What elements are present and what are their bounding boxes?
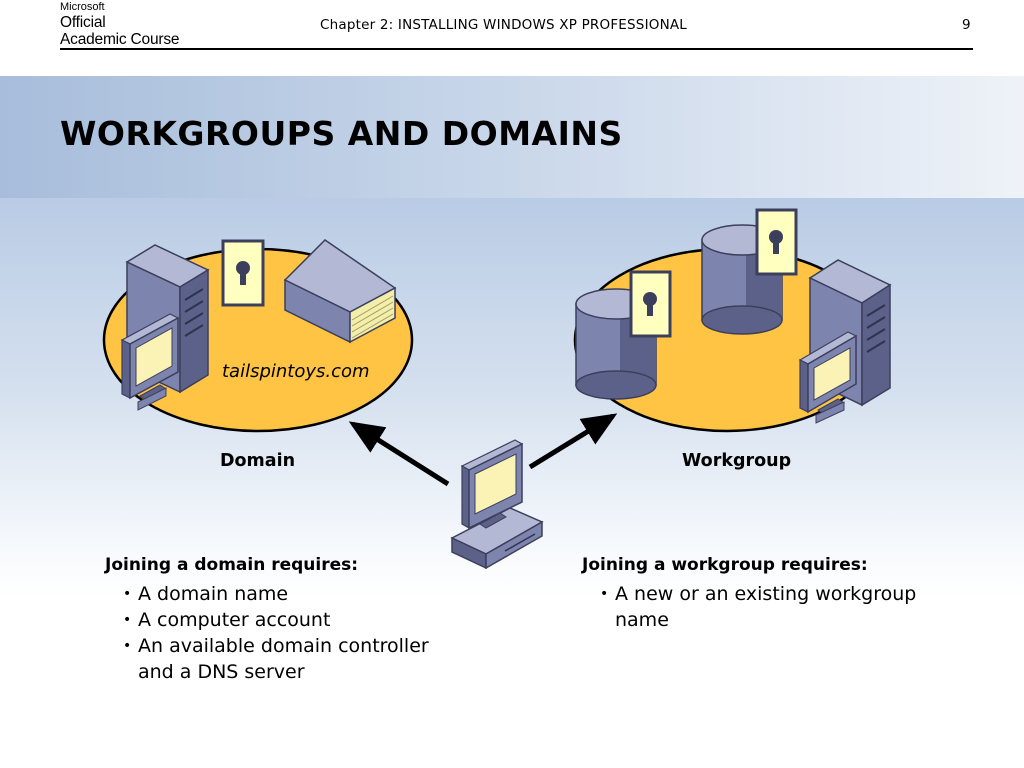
logo-academic-course: Academic Course <box>60 30 180 48</box>
header-rule <box>60 48 973 50</box>
domain-requirements: Joining a domain requires: A domain name… <box>105 555 429 685</box>
domain-requirement-item: A domain name <box>105 581 429 607</box>
workgroup-security-card-icon <box>755 208 798 276</box>
workgroup-requirement-item: A new or an existing workgroup <box>582 581 916 607</box>
chapter-title: Chapter 2: INSTALLING WINDOWS XP PROFESS… <box>320 17 688 33</box>
workgroup-requirements-heading: Joining a workgroup requires: <box>582 555 868 575</box>
workgroup-storage-cylinder-icon <box>701 224 783 335</box>
slide-title: WORKGROUPS AND DOMAINS <box>60 114 623 153</box>
page-number: 9 <box>962 17 971 33</box>
logo: Microsoft Official Academic Course <box>60 1 180 48</box>
domain-directory-book-icon <box>283 239 397 344</box>
client-workstation-icon <box>450 439 544 570</box>
domain-requirement-item-continued: and a DNS server <box>138 661 305 683</box>
workgroup-label: Workgroup <box>682 451 792 471</box>
logo-microsoft: Microsoft <box>60 1 105 13</box>
domain-requirement-item: A computer account <box>105 607 429 633</box>
domain-security-card-icon <box>221 239 265 307</box>
arrow-to-workgroup <box>528 413 618 470</box>
domain-monitor-icon <box>120 313 180 411</box>
workgroup-monitor-icon <box>798 331 858 424</box>
workgroup-requirement-item-continued: name <box>615 609 669 631</box>
domain-requirement-item: An available domain controller <box>105 633 429 659</box>
arrow-to-domain <box>348 421 450 487</box>
domain-label: Domain <box>220 451 296 471</box>
workgroup-requirements: Joining a workgroup requires: A new or a… <box>582 555 916 633</box>
domain-requirements-heading: Joining a domain requires: <box>105 555 359 575</box>
workgroup-security-card-icon <box>629 270 672 338</box>
logo-official: Official <box>60 14 106 31</box>
domain-name-label: tailspintoys.com <box>222 361 370 382</box>
title-band <box>0 76 1024 198</box>
